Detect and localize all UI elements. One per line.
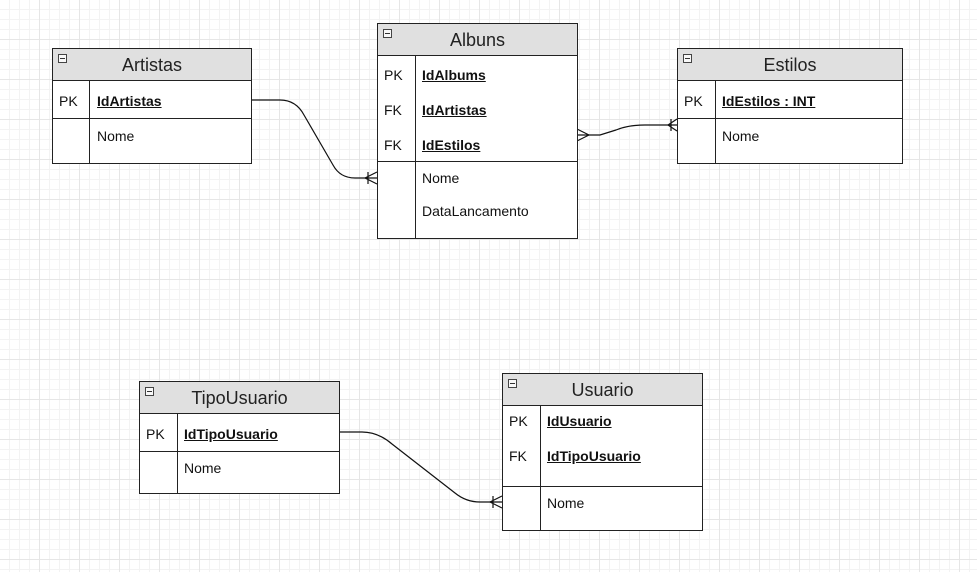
key-name: IdTipoUsuario [184,426,278,442]
key-name: IdEstilos : INT [722,93,816,109]
key-type: PK [384,67,403,83]
entity-title: Usuario [571,380,634,400]
entity-header-estilos[interactable]: Estilos [678,49,902,81]
column-divider [540,406,541,530]
collapse-icon[interactable] [58,54,67,63]
attribute-name: Nome [184,460,222,476]
connector-estilos-albuns [577,124,677,136]
key-type: FK [384,102,402,118]
crowfoot-estilos-albuns-left [576,128,590,142]
entity-title: Artistas [121,55,182,75]
column-divider [715,81,716,163]
key-type: PK [146,426,165,442]
key-name: IdArtistas [422,102,487,118]
column-divider [89,81,90,163]
entity-header-usuario[interactable]: Usuario [503,374,702,406]
entity-albuns[interactable]: Albuns PK IdAlbums FK IdArtistas FK IdEs… [377,23,578,239]
crowfoot-artistas-albuns [364,171,378,185]
entity-title: Estilos [763,55,817,75]
entity-header-tipousuario[interactable]: TipoUsuario [140,382,339,414]
entity-header-artistas[interactable]: Artistas [53,49,251,81]
collapse-icon[interactable] [145,387,154,396]
key-type: PK [684,93,703,109]
entity-estilos[interactable]: Estilos PK IdEstilos : INT Nome [677,48,903,164]
attribute-name: Nome [97,128,135,144]
collapse-icon[interactable] [683,54,692,63]
attribute-name: Nome [722,128,760,144]
collapse-icon[interactable] [383,29,392,38]
entity-title: Albuns [449,30,506,50]
attribute-name: DataLancamento [422,203,529,219]
entity-usuario[interactable]: Usuario PK IdUsuario FK IdTipoUsuario No… [502,373,703,531]
key-type: PK [59,93,78,109]
key-section-divider [140,451,339,452]
key-section-divider [503,486,702,487]
entity-tipousuario[interactable]: TipoUsuario PK IdTipoUsuario Nome [139,381,340,494]
entity-header-albuns[interactable]: Albuns [378,24,577,56]
crowfoot-estilos-albuns-right [667,118,678,132]
key-section-divider [678,118,902,119]
column-divider [177,414,178,493]
key-name: IdAlbums [422,67,486,83]
key-name: IdTipoUsuario [547,448,641,464]
key-section-divider [53,118,251,119]
key-name: IdUsuario [547,413,612,429]
column-divider [415,56,416,238]
connector-artistas-albuns [252,99,377,179]
key-type: PK [509,413,528,429]
attribute-name: Nome [547,495,585,511]
key-section-divider [378,161,577,162]
key-type: FK [509,448,527,464]
key-name: IdArtistas [97,93,162,109]
key-type: FK [384,137,402,153]
connector-tipousuario-usuario [339,431,502,503]
crowfoot-tipousuario-usuario [489,495,503,509]
key-name: IdEstilos [422,137,481,153]
attribute-name: Nome [422,170,460,186]
entity-title: TipoUsuario [191,388,288,408]
entity-artistas[interactable]: Artistas PK IdArtistas Nome [52,48,252,164]
collapse-icon[interactable] [508,379,517,388]
